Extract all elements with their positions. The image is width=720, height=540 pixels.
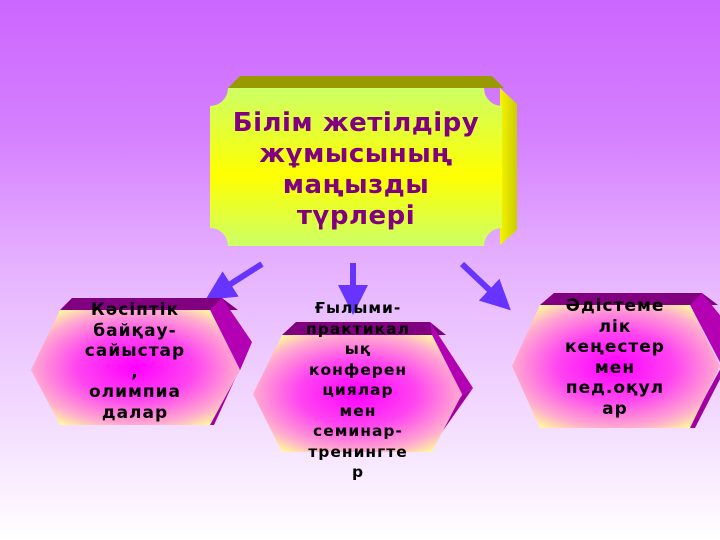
node-line: циялар [322, 381, 394, 399]
node-line: ар [602, 398, 628, 419]
node-line: , [131, 361, 139, 382]
node-line: ық [344, 340, 372, 358]
node-line: кеңестер [565, 337, 665, 357]
node-left-text: Кәсіптік байқау- сайыстар , олимпиа дала… [60, 300, 210, 423]
arrow-left-icon [205, 261, 264, 301]
node-line: Ғылыми- [314, 299, 402, 317]
node-line: олимпиа [88, 382, 182, 402]
title-line: түрлері [296, 201, 416, 231]
node-line: пед.оқул [565, 378, 665, 398]
node-line: семинар- [313, 422, 403, 440]
title-line: маңызды [282, 170, 430, 200]
node-line: далар [101, 402, 169, 423]
title-box: Білім жетілдіру жұмысының маңызды түрлер… [212, 108, 500, 232]
node-line: лік [598, 316, 632, 337]
node-line: сайыстар [84, 341, 186, 361]
title-line: жұмысының [259, 139, 453, 169]
node-line: конферен [308, 360, 408, 379]
hexagon-right-shape [512, 293, 720, 428]
node-line: мен [339, 401, 377, 420]
node-line: Әдістеме [565, 296, 665, 316]
node-line: тренингте [308, 442, 408, 461]
hexagon-middle-shape [253, 322, 473, 452]
node-line: Кәсіптік [90, 300, 180, 320]
node-right-text: Әдістеме лік кеңестер мен пед.оқул ар [540, 296, 690, 419]
title-box-shape [210, 76, 517, 246]
node-line: р [351, 463, 365, 481]
title-line: Білім жетілдіру [232, 108, 480, 138]
node-middle-text: Ғылыми- практикал ық конферен циялар мен… [283, 298, 433, 483]
node-line: мен [594, 357, 636, 378]
hexagon-left-shape [31, 298, 252, 425]
arrow-right-icon [459, 261, 511, 311]
node-line: байқау- [93, 320, 177, 341]
node-line: практикал [306, 319, 410, 338]
